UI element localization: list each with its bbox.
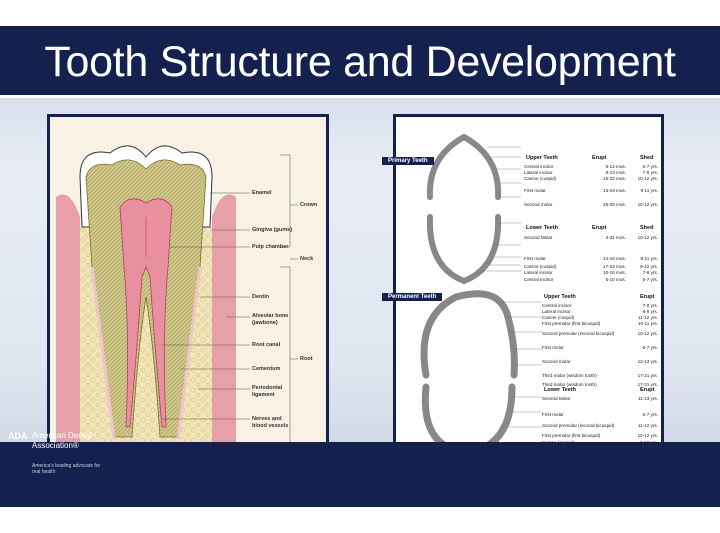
tooth-row-erupt: 10-11 yrs. <box>637 321 658 326</box>
primary-lower-shed-header: Shed <box>640 225 654 231</box>
tooth-row-erupt: 6-7 yrs. <box>642 412 658 417</box>
tooth-row-shed: 9-12 yrs. <box>640 264 658 269</box>
tooth-row-erupt: 13-19 mos. <box>603 188 626 193</box>
gum-right <box>212 194 236 456</box>
tooth-row-erupt: 16-22 mos. <box>603 176 626 181</box>
primary-upper-arch <box>426 133 502 200</box>
tooth-row-name: Canine (cuspid) <box>524 264 557 269</box>
tooth-row-erupt: 8-9 yrs. <box>642 309 658 314</box>
primary-lower-arch <box>426 214 502 285</box>
tooth-row-erupt: 9-13 mos. <box>605 170 626 175</box>
tooth-row-name: Canine (cuspid) <box>524 176 557 181</box>
tooth-row-erupt: 11-12 yrs. <box>637 315 658 320</box>
tooth-row-erupt: 17-23 mos. <box>603 264 626 269</box>
tooth-row-erupt: 10-16 mos. <box>603 270 626 275</box>
tooth-row-erupt: 6-7 yrs. <box>642 345 658 350</box>
tooth-row-shed: 10-12 yrs. <box>637 176 658 181</box>
ada-abbreviation: ADA <box>8 431 28 441</box>
tooth-row-erupt: 11-13 yrs. <box>637 396 658 401</box>
tooth-row-erupt: 12-13 yrs. <box>637 359 658 364</box>
tooth-row-erupt: 14-18 mos. <box>603 256 626 261</box>
tooth-row-name: Third molar (wisdom tooth) <box>542 373 597 378</box>
permanent-upper-header: Upper Teeth <box>544 294 576 300</box>
permanent-lower-header: Lower Teeth <box>544 387 576 393</box>
permanent-upper-erupt-header: Erupt <box>640 294 655 300</box>
tooth-row-name: Second premolar (second bicuspid) <box>542 423 615 428</box>
primary-upper-shed-header: Shed <box>640 155 654 161</box>
label-gingiva: Gingiva (gums) <box>252 227 293 233</box>
tooth-structure-panel: Enamel Crown Gingiva (gums) Pulp chamber… <box>47 114 329 459</box>
permanent-teeth-tag: Permanent Teeth <box>382 293 443 301</box>
label-cementum: Cementum <box>252 366 281 372</box>
tooth-row-shed: 6-7 yrs. <box>642 277 658 282</box>
bottom-bar <box>0 442 720 507</box>
tooth-row-erupt: 11-12 yrs. <box>637 423 658 428</box>
tooth-row-erupt: 10-12 yrs. <box>637 331 658 336</box>
label-root: Root <box>300 356 313 362</box>
label-dentin: Dentin <box>252 294 270 300</box>
tooth-row-name: First premolar (first bicuspid) <box>542 321 601 326</box>
tooth-row-shed: 10-12 yrs. <box>637 235 658 240</box>
tooth-row-name: First premolar (first bicuspid) <box>542 433 601 438</box>
ada-name: American Dental Association® <box>32 431 92 450</box>
tooth-row-shed: 7-8 yrs. <box>642 270 658 275</box>
label-pulp-chamber: Pulp chamber <box>252 244 289 250</box>
tooth-row-name: First molar <box>542 345 564 350</box>
tooth-row-name: Second Molar <box>524 235 553 240</box>
tooth-row-erupt: 17-21 yrs. <box>637 382 658 387</box>
gum-left <box>56 194 80 456</box>
primary-upper-erupt-header: Erupt <box>592 155 607 161</box>
eruption-chart-panel: Primary Teeth Upper Teeth Erupt Shed Low… <box>382 114 664 459</box>
tooth-row-name: Central incisor <box>524 164 554 169</box>
slide: Tooth Structure and Development <box>0 26 720 507</box>
tooth-row-shed: 9-11 yrs. <box>640 188 658 193</box>
tooth-row-erupt: 3-31 mos. <box>605 235 626 240</box>
tooth-row-shed: 7-8 yrs. <box>642 170 658 175</box>
tooth-row-erupt: 25-33 mos. <box>603 202 626 207</box>
tooth-row-erupt: 8-12 mos. <box>605 164 626 169</box>
tooth-row-name: First molar <box>542 412 564 417</box>
tooth-row-erupt: 17-21 yrs. <box>637 373 658 378</box>
title-bar: Tooth Structure and Development <box>0 26 720 98</box>
permanent-upper-arch <box>420 290 518 379</box>
label-enamel: Enamel <box>252 190 272 196</box>
tooth-row-name: Second premolar (second bicuspid) <box>542 331 615 336</box>
tooth-row-erupt: 10-12 yrs. <box>637 433 658 438</box>
primary-lower-erupt-header: Erupt <box>592 225 607 231</box>
slide-title: Tooth Structure and Development <box>44 38 676 86</box>
label-root-canal: Root canal <box>252 342 281 348</box>
tooth-row-name: First molar <box>524 256 546 261</box>
tooth-row-shed: 10-12 yrs. <box>637 202 658 207</box>
tooth-row-name: Third molar (wisdom tooth) <box>542 382 597 387</box>
tooth-row-name: Lateral incisor <box>524 170 553 175</box>
tooth-row-erupt: 6-10 mos. <box>605 277 626 282</box>
tooth-cross-section-illustration <box>56 145 298 456</box>
tooth-row-name: Central incisor <box>542 303 572 308</box>
primary-lower-header: Lower Teeth <box>526 225 558 231</box>
tooth-row-name: First molar <box>524 188 546 193</box>
tooth-row-erupt: 7-8 yrs. <box>642 303 658 308</box>
tooth-row-name: Lateral incisor <box>524 270 553 275</box>
tooth-row-name: Canine (cuspid) <box>542 315 575 320</box>
tooth-row-name: Lateral incisor <box>542 309 571 314</box>
ada-tagline: America's leading advocate for oral heal… <box>32 463 101 475</box>
primary-teeth-tag: Primary Teeth <box>382 157 434 165</box>
tooth-row-name: Second molar <box>524 202 553 207</box>
tooth-row-name: Second molar <box>542 359 571 364</box>
pulp-chamber <box>119 198 173 428</box>
permanent-lower-erupt-header: Erupt <box>640 387 655 393</box>
tooth-row-name: Second Molar <box>542 396 571 401</box>
label-nerves: Nerves and blood vessels <box>252 416 289 429</box>
label-crown: Crown <box>300 202 318 208</box>
primary-upper-header: Upper Teeth <box>526 155 558 161</box>
tooth-row-shed: 6-7 yrs. <box>642 164 658 169</box>
label-neck: Neck <box>300 256 314 262</box>
label-periodontal-ligament: Periodontal ligament <box>252 385 283 398</box>
tooth-row-name: Central incisor <box>524 277 554 282</box>
tooth-row-shed: 9-11 yrs. <box>640 256 658 261</box>
label-alveolar-bone: Alveolar bone (jawbone) <box>252 313 289 326</box>
